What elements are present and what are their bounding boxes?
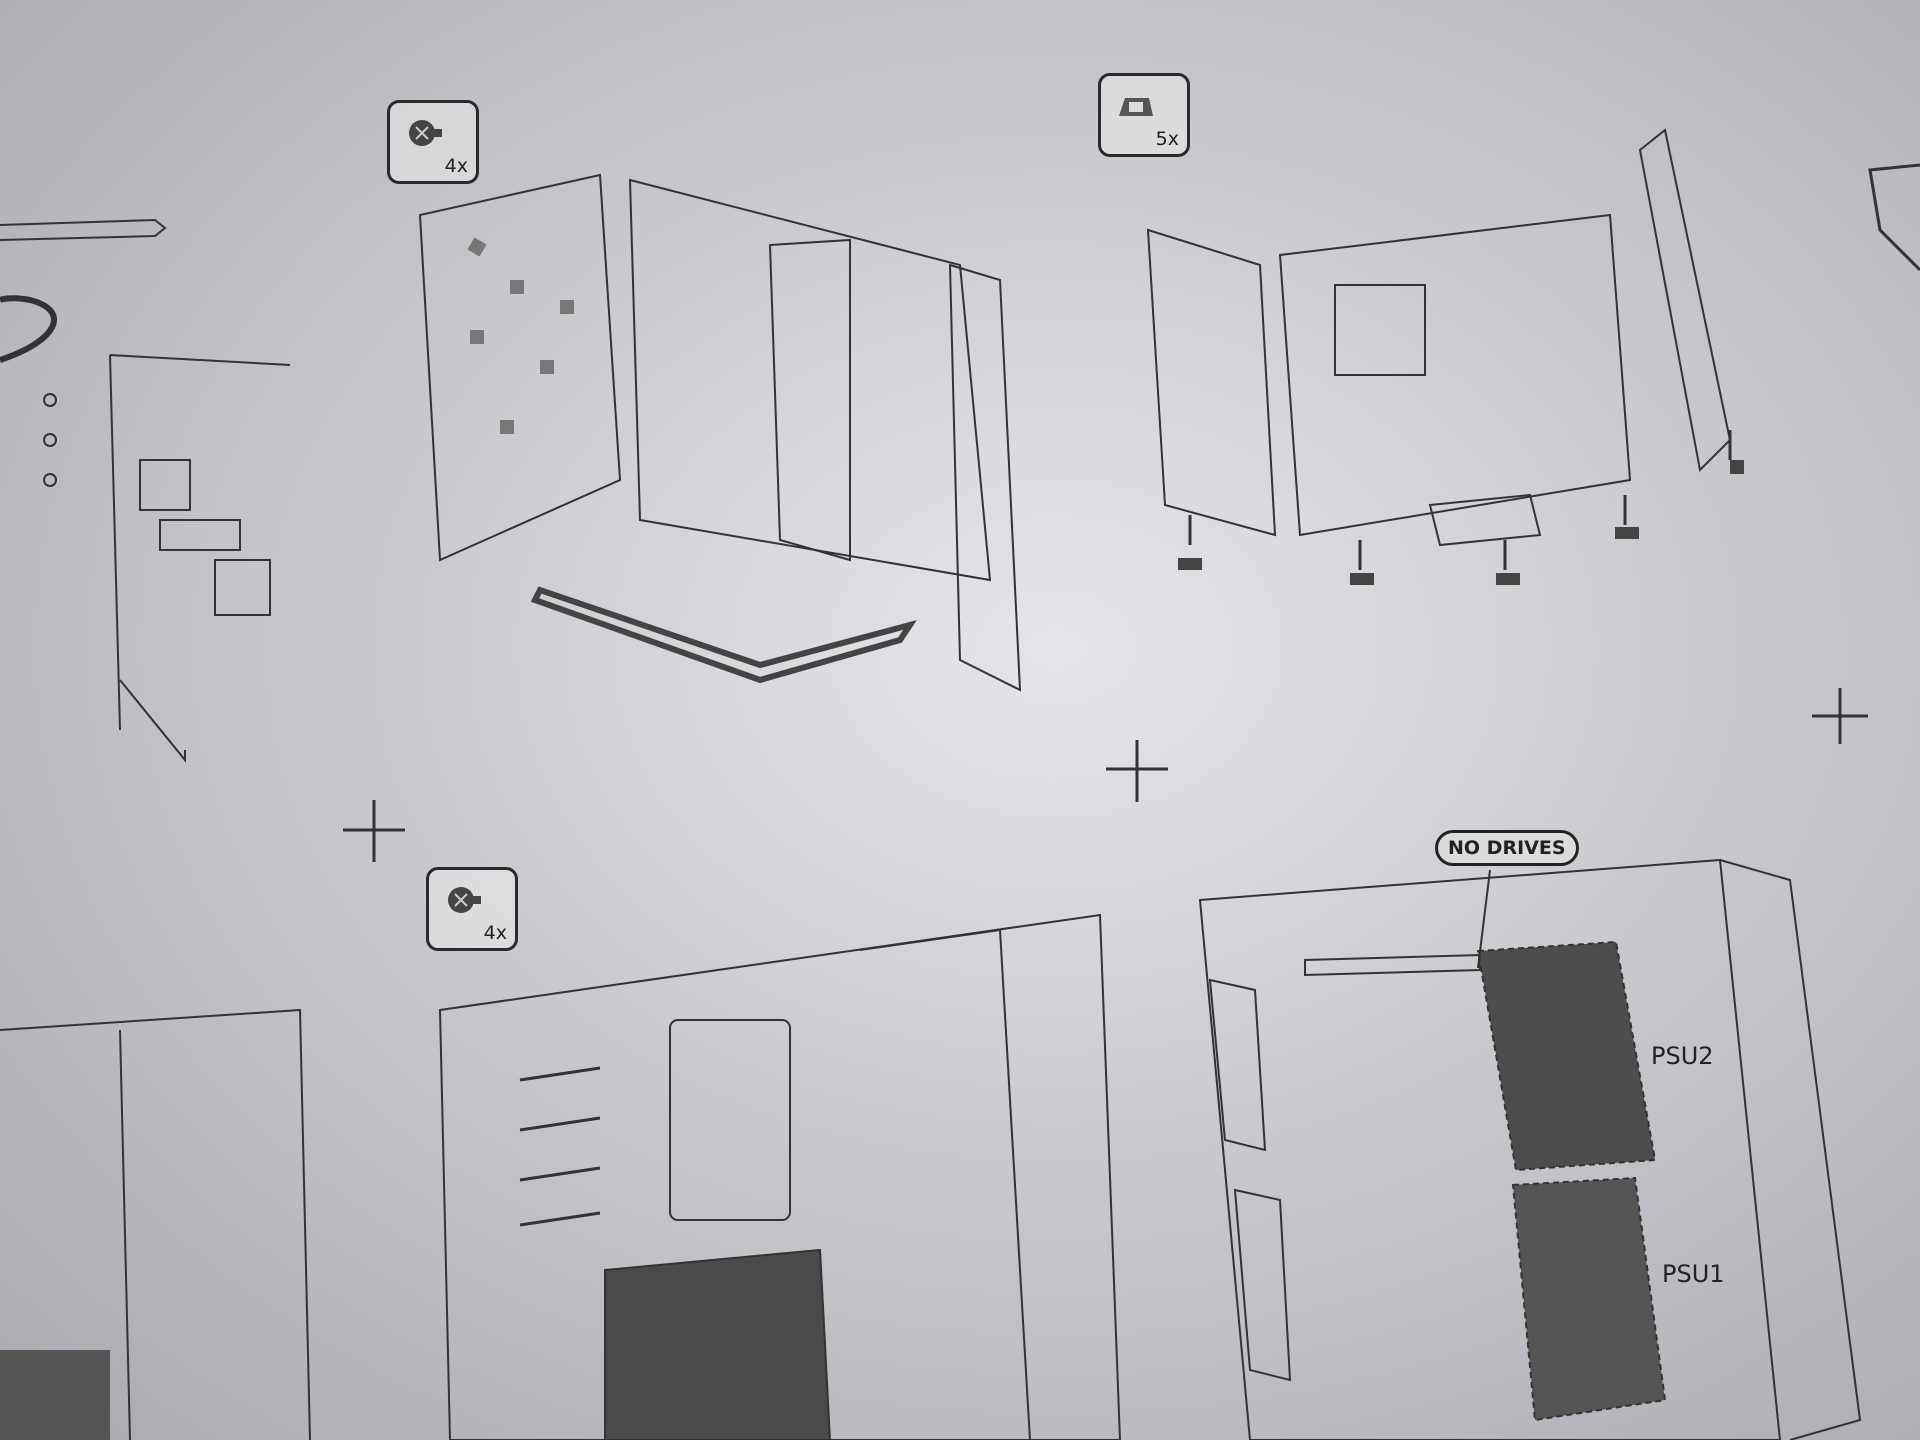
thumbscrew-icon: [409, 120, 442, 146]
case-dual-psu-step4: [1198, 858, 1862, 1440]
quantity-label: 4x: [483, 922, 507, 944]
partial-case-left-top: [0, 218, 291, 763]
psu2-label: PSU2: [1651, 1042, 1714, 1070]
quantity-label: 4x: [444, 155, 468, 177]
no-drives-callout: NO DRIVES: [1435, 830, 1579, 866]
case-feet-install-step2: [1146, 128, 1744, 585]
case-psu-bracket-step3: [438, 913, 1122, 1440]
thumbscrew-icon: [448, 887, 481, 913]
case-with-open-panels-step1: [418, 173, 1022, 692]
psu1-label: PSU1: [1662, 1260, 1725, 1288]
partial-case-left-bottom: [0, 1008, 311, 1440]
registration-marks: [343, 688, 1868, 862]
hardware-badge-step1: 4x: [387, 100, 479, 184]
hardware-badge-step3: 4x: [426, 867, 518, 951]
rubber-foot-icon: [1119, 98, 1153, 116]
quantity-label: 5x: [1155, 128, 1179, 150]
hardware-badge-step2: 5x: [1098, 73, 1190, 157]
